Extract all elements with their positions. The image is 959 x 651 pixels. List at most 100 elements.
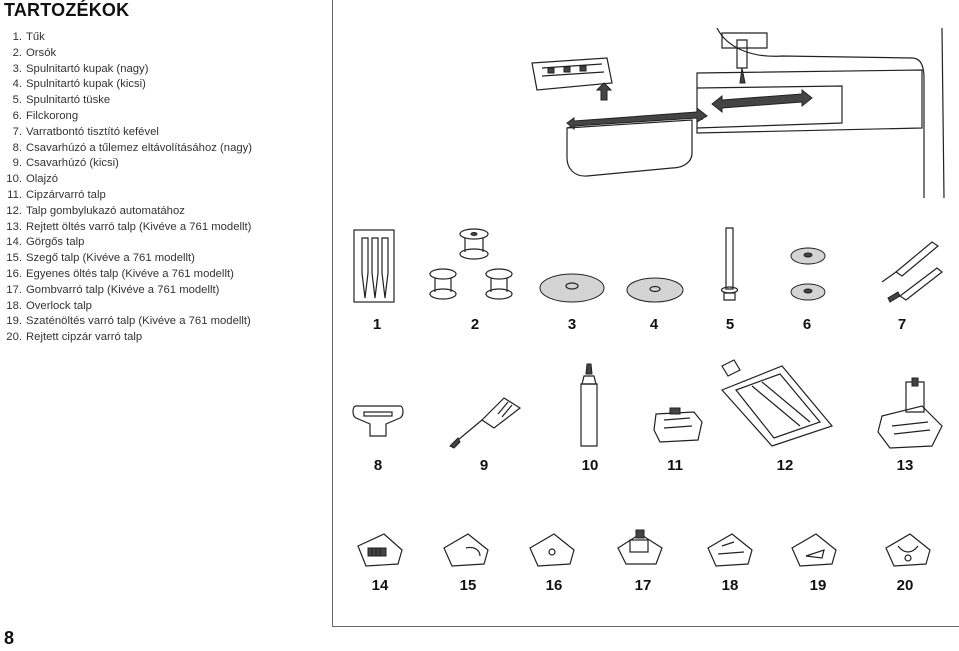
item-text: Spulnitartó kupak (nagy) bbox=[26, 62, 149, 75]
item-number: 16. bbox=[6, 267, 22, 280]
figure-label-2: 2 bbox=[470, 316, 480, 333]
accessory-list: 1. Tűk 2. Orsók 3. Spulnitartó kupak (nagy)… bbox=[0, 30, 252, 346]
spool-cap-large-icon bbox=[539, 273, 605, 303]
figure-label-14: 14 bbox=[371, 577, 389, 594]
item-text: Spulnitartó kupak (kicsi) bbox=[26, 78, 146, 91]
buttonhole-foot-icon bbox=[720, 359, 834, 447]
item-number: 10. bbox=[6, 173, 22, 186]
list-item: 7. Varratbontó tisztító kefével bbox=[0, 125, 252, 141]
list-item: 2. Orsók bbox=[0, 46, 252, 62]
list-item: 8. Csavarhúzó a tűlemez eltávolításához (… bbox=[0, 141, 252, 157]
item-number: 20. bbox=[6, 331, 22, 344]
list-item: 6. Filckorong bbox=[0, 109, 252, 125]
figure-label-3: 3 bbox=[567, 316, 577, 333]
figure-label-18: 18 bbox=[721, 577, 739, 594]
figure-label-13: 13 bbox=[896, 457, 914, 474]
item-number: 13. bbox=[6, 220, 22, 233]
roller-foot-icon bbox=[357, 533, 403, 567]
list-item: 9. Csavarhúzó (kicsi) bbox=[0, 156, 252, 172]
figure-label-19: 19 bbox=[809, 577, 827, 594]
panel-divider-horizontal bbox=[332, 626, 959, 627]
list-item: 16. Egyenes öltés talp (Kivéve a 761 mode… bbox=[0, 267, 252, 283]
figure-label-16: 16 bbox=[545, 577, 563, 594]
list-item: 19. Szaténöltés varró talp (Kivéve a 761 … bbox=[0, 314, 252, 330]
item-text: Rejtett öltés varró talp (Kivéve a 761 m… bbox=[26, 220, 252, 233]
item-number: 2. bbox=[12, 46, 22, 59]
button-sewing-foot-icon bbox=[617, 529, 663, 565]
felt-discs-icon bbox=[790, 247, 826, 301]
figure-label-8: 8 bbox=[373, 457, 383, 474]
item-number: 7. bbox=[12, 125, 22, 138]
list-item: 17.Gombvarró talp (Kivéve a 761 modellt) bbox=[0, 283, 252, 299]
item-number: 1. bbox=[12, 31, 22, 43]
list-item: 3. Spulnitartó kupak (nagy) bbox=[0, 62, 252, 78]
list-item: 12. Talp gombylukazó automatához bbox=[0, 204, 252, 220]
item-number: 17. bbox=[6, 283, 22, 296]
item-text: Csavarhúzó a tűlemez eltávolításához (na… bbox=[26, 141, 253, 154]
figure-label-20: 20 bbox=[896, 577, 914, 594]
item-text: Csavarhúzó (kicsi) bbox=[26, 157, 119, 170]
figure-label-10: 10 bbox=[581, 457, 599, 474]
figure-label-7: 7 bbox=[897, 316, 907, 333]
sewing-machine-accessory-box-illustration bbox=[531, 28, 945, 198]
item-number: 8. bbox=[12, 141, 22, 154]
item-text: Tűk bbox=[26, 31, 45, 43]
item-text: Overlock talp bbox=[26, 299, 92, 312]
item-number: 9. bbox=[12, 157, 22, 170]
item-number: 15. bbox=[6, 252, 22, 265]
item-number: 14. bbox=[6, 236, 22, 249]
list-item: 18. Overlock talp bbox=[0, 299, 252, 315]
screwdriver-large-icon bbox=[352, 405, 404, 437]
screwdriver-small-icon bbox=[449, 397, 522, 449]
item-number: 18. bbox=[6, 299, 22, 312]
item-number: 11. bbox=[7, 188, 22, 201]
figure-label-6: 6 bbox=[802, 316, 812, 333]
list-item: 1. Tűk bbox=[0, 30, 252, 46]
list-item: 14. Görgős talp bbox=[0, 235, 252, 251]
item-text: Spulnitartó tüske bbox=[26, 94, 111, 107]
figure-label-9: 9 bbox=[479, 457, 489, 474]
item-text: Talp gombylukazó automatához bbox=[26, 204, 185, 217]
bobbins-icon bbox=[429, 228, 513, 300]
oiler-icon bbox=[580, 363, 598, 447]
item-text: Varratbontó tisztító kefével bbox=[26, 125, 159, 138]
seam-ripper-brush-icon bbox=[881, 241, 943, 303]
spool-pin-icon bbox=[720, 227, 739, 301]
item-number: 4. bbox=[12, 78, 22, 91]
item-text: Egyenes öltés talp (Kivéve a 761 modellt… bbox=[26, 267, 234, 280]
figure-label-12: 12 bbox=[776, 457, 794, 474]
item-text: Olajzó bbox=[26, 173, 59, 186]
item-text: Görgős talp bbox=[26, 236, 85, 249]
item-number: 6. bbox=[12, 109, 22, 122]
list-item: 4. Spulnitartó kupak (kicsi) bbox=[0, 77, 252, 93]
item-text: Cipzárvarró talp bbox=[26, 188, 106, 201]
list-item: 15. Szegő talp (Kivéve a 761 modellt) bbox=[0, 251, 252, 267]
figure-label-17: 17 bbox=[634, 577, 652, 594]
overlock-foot-icon bbox=[707, 533, 753, 567]
item-number: 19. bbox=[6, 315, 22, 328]
list-item: 10. Olajzó bbox=[0, 172, 252, 188]
item-text: Szegő talp (Kivéve a 761 modellt) bbox=[26, 252, 195, 265]
zipper-foot-icon bbox=[653, 407, 703, 443]
list-item: 11. Cipzárvarró talp bbox=[0, 188, 252, 204]
needles-icon bbox=[353, 229, 395, 303]
page-number: 8 bbox=[4, 628, 15, 648]
list-item: 13. Rejtett öltés varró talp (Kivéve a 76… bbox=[0, 220, 252, 236]
item-text: Filckorong bbox=[26, 109, 79, 122]
figure-label-4: 4 bbox=[649, 316, 659, 333]
concealed-zipper-foot-icon bbox=[885, 533, 931, 567]
item-text: Orsók bbox=[26, 46, 57, 59]
panel-divider-vertical bbox=[332, 0, 333, 626]
item-text: Szaténöltés varró talp (Kivéve a 761 mod… bbox=[26, 315, 251, 328]
list-item: 5. Spulnitartó tüske bbox=[0, 93, 252, 109]
straight-stitch-foot-icon bbox=[529, 533, 575, 567]
item-number: 5. bbox=[12, 94, 22, 107]
figure-label-15: 15 bbox=[459, 577, 477, 594]
figure-label-11: 11 bbox=[667, 457, 683, 474]
item-number: 12. bbox=[6, 204, 22, 217]
figure-label-5: 5 bbox=[725, 316, 735, 333]
item-number: 3. bbox=[12, 62, 22, 75]
satin-stitch-foot-icon bbox=[791, 533, 837, 567]
item-text: Rejtett cipzár varró talp bbox=[26, 331, 143, 344]
blind-hem-foot-icon bbox=[877, 377, 943, 449]
